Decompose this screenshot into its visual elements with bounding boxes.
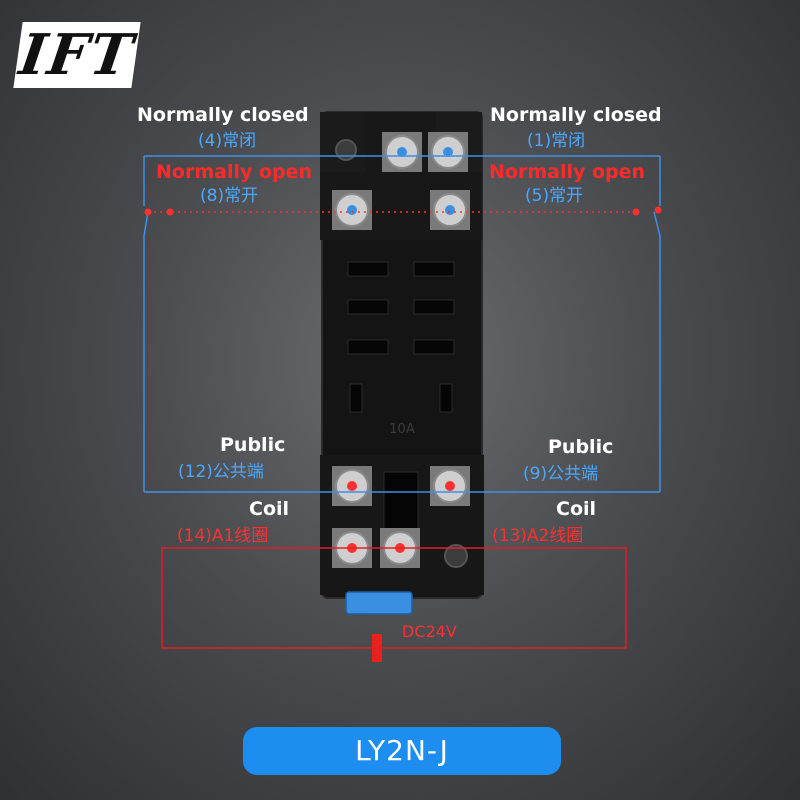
coil-right-sub: (13)A2线圈 xyxy=(492,526,584,546)
public-left-title: Public xyxy=(220,434,286,456)
terminal-5 xyxy=(430,190,470,230)
dc-supply-symbol xyxy=(372,634,382,662)
nc-left-title: Normally closed xyxy=(137,104,309,126)
public-right-title: Public xyxy=(548,436,614,458)
public-right-sub: (9)公共端 xyxy=(523,464,599,484)
contact-circuit xyxy=(143,155,661,493)
mount-hole-bottom-right xyxy=(444,544,468,568)
no-left-title: Normally open xyxy=(156,161,313,183)
model-badge: LY2N-J xyxy=(243,727,561,775)
coil-left-title: Coil xyxy=(249,498,290,520)
nc-right-sub: (1)常闭 xyxy=(527,131,586,151)
socket-rating-text: 10A xyxy=(389,422,415,437)
no-right-sub: (5)常开 xyxy=(525,186,584,206)
terminal-9 xyxy=(430,466,470,506)
coil-right-title: Coil xyxy=(556,498,597,520)
mount-hole-top-left xyxy=(335,139,357,161)
no-right-title: Normally open xyxy=(489,161,646,183)
no-left-sub: (8)常开 xyxy=(200,186,259,206)
coil-circuit xyxy=(161,547,627,649)
supply-voltage-label: DC24V xyxy=(402,622,457,641)
terminal-4 xyxy=(382,132,422,172)
public-left-sub: (12)公共端 xyxy=(178,462,264,482)
din-rail-clip xyxy=(345,591,413,615)
nc-right-title: Normally closed xyxy=(490,104,662,126)
contact-points xyxy=(144,206,662,216)
nc-left-sub: (4)常闭 xyxy=(198,131,257,151)
coil-left-sub: (14)A1线圈 xyxy=(177,526,269,546)
terminal-1 xyxy=(428,132,468,172)
pin-slots xyxy=(347,261,455,537)
terminal-8 xyxy=(332,190,372,230)
terminal-12 xyxy=(332,466,372,506)
